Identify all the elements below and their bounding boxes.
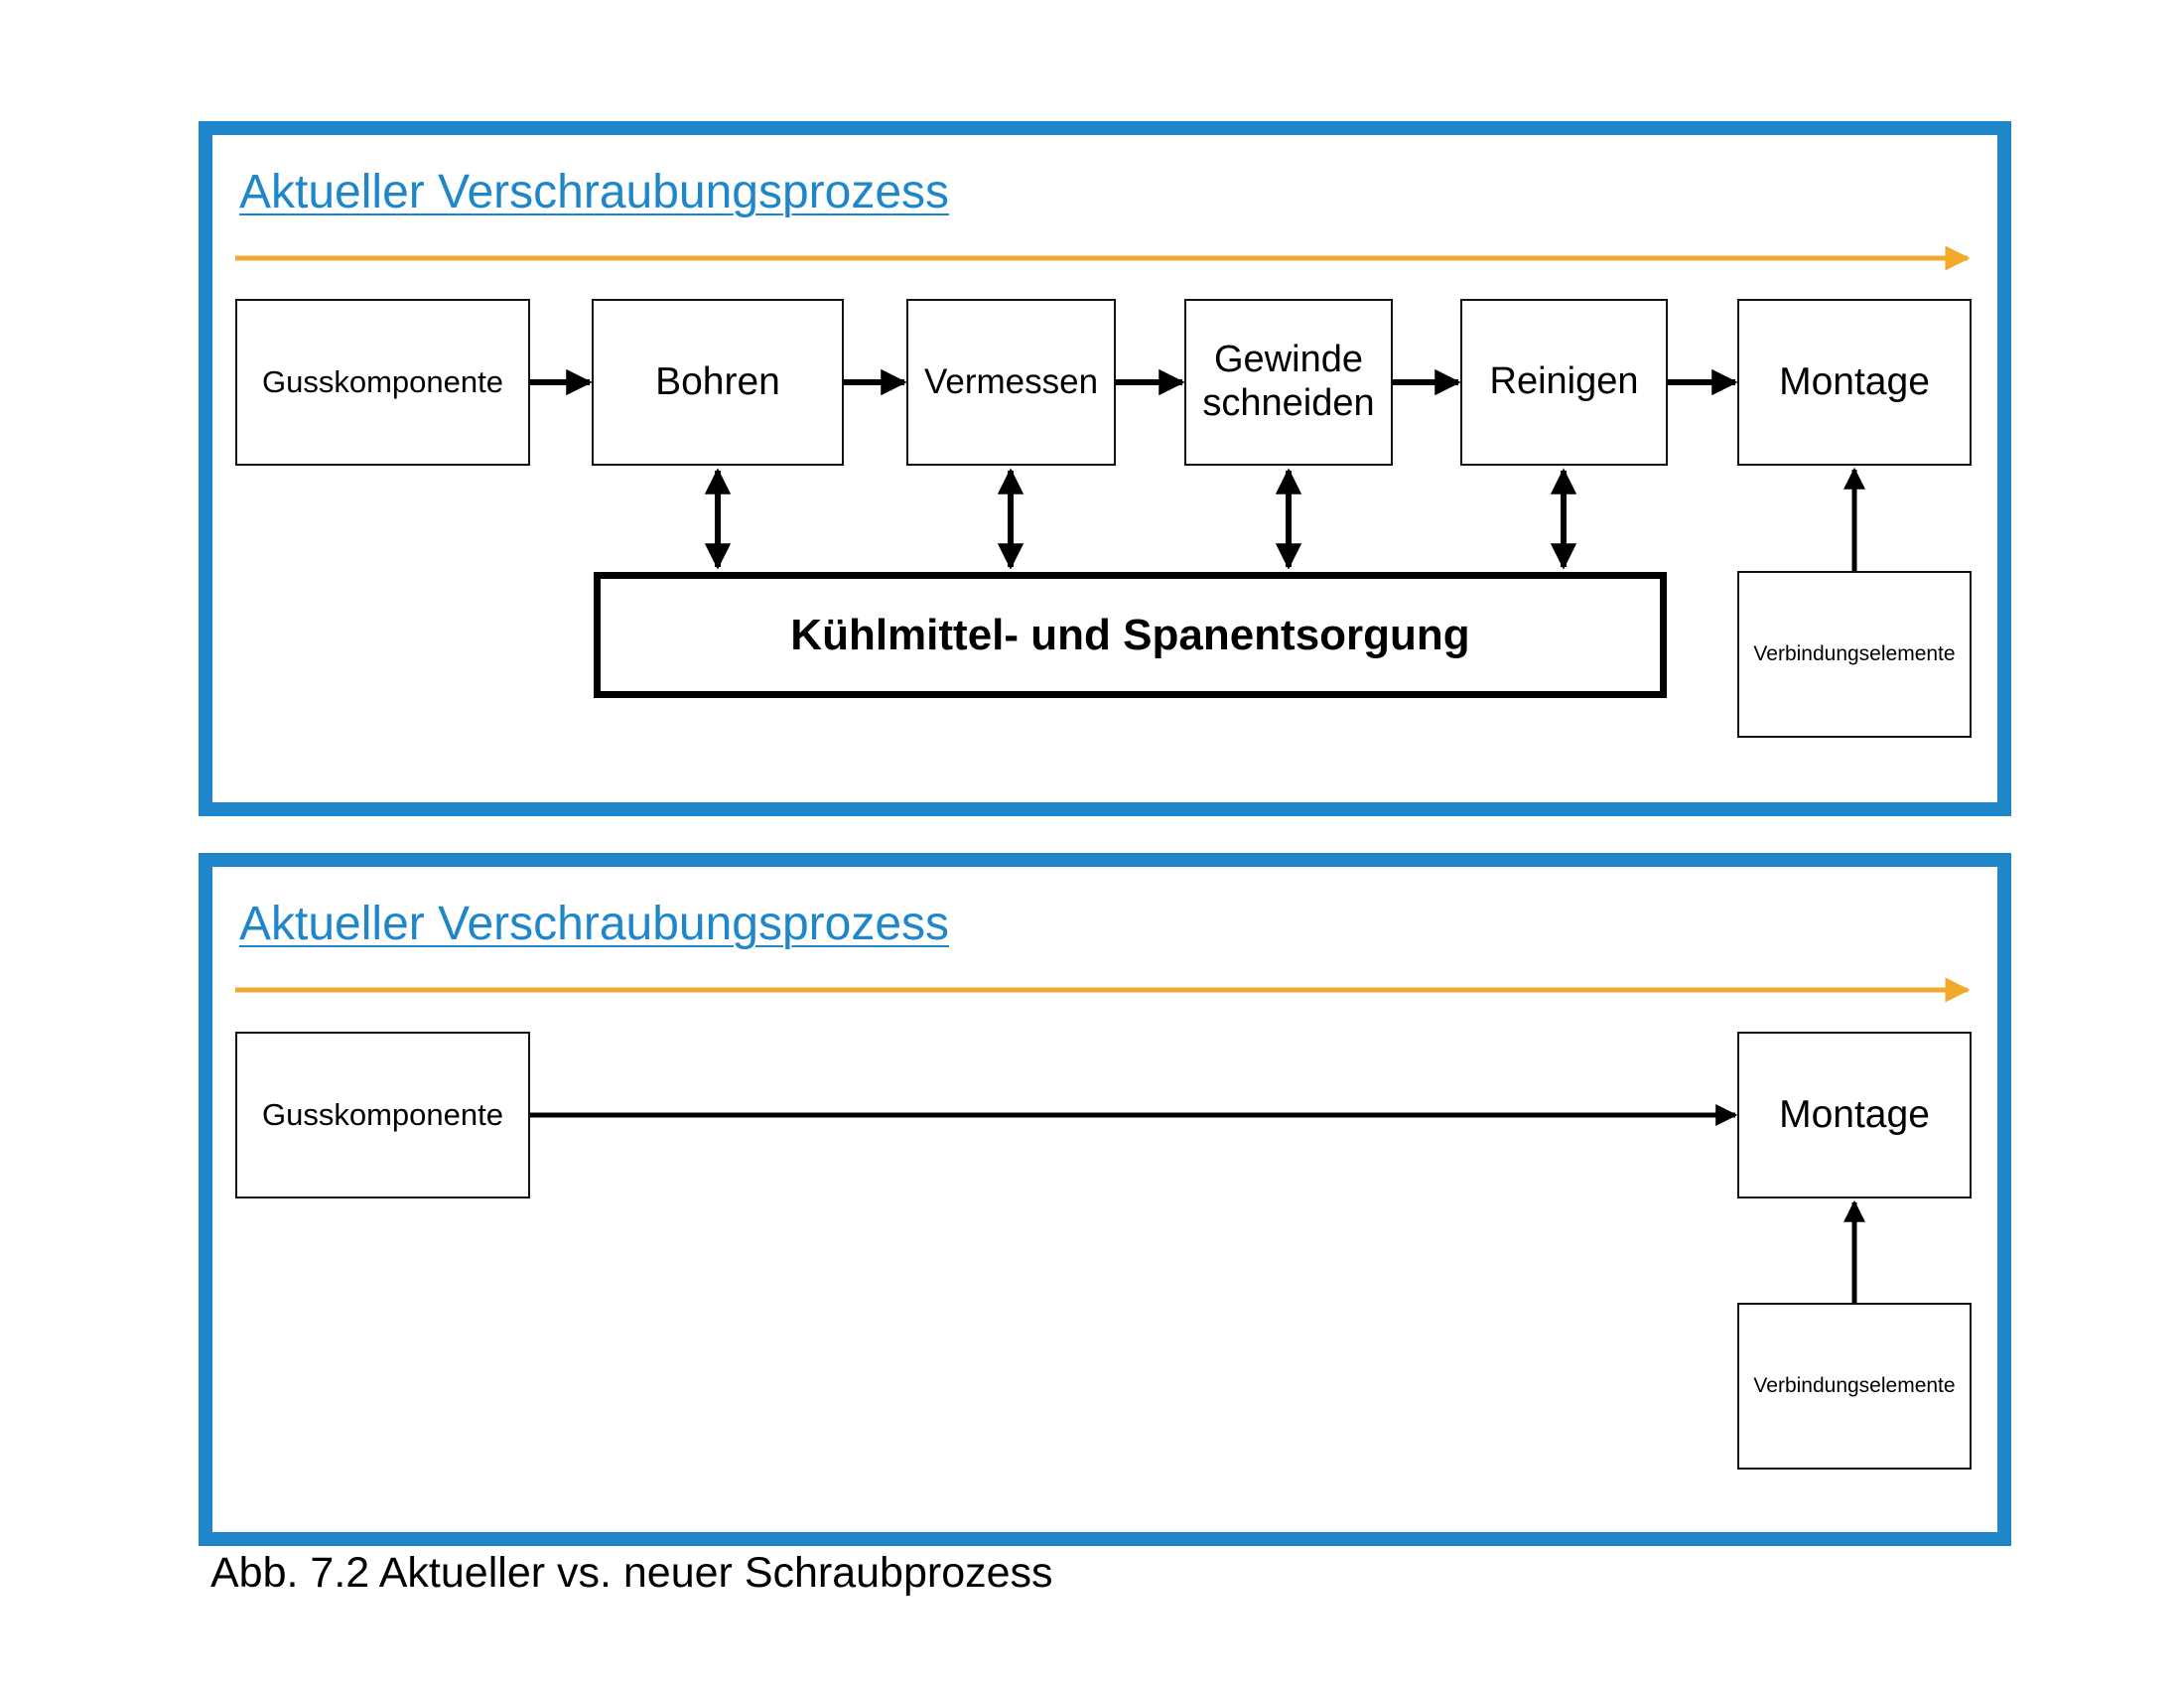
- step-reinigen: Reinigen: [1460, 299, 1668, 466]
- new-process-panel: [199, 853, 2011, 1546]
- coolant-chip-disposal: Kühlmittel- und Spanentsorgung: [594, 572, 1667, 698]
- step-montage-2: Montage: [1737, 1032, 1972, 1198]
- panel-1-title: Aktueller Verschraubungsprozess: [239, 166, 950, 218]
- fasteners-box-2: Verbindungselemente: [1737, 1303, 1972, 1470]
- step-montage: Montage: [1737, 299, 1972, 466]
- fasteners-box: Verbindungselemente: [1737, 571, 1972, 738]
- step-gusskomponente: Gusskomponente: [235, 299, 530, 466]
- step-gusskomponente-2: Gusskomponente: [235, 1032, 530, 1198]
- current-process-panel: [199, 121, 2011, 816]
- step-vermessen: Vermessen: [906, 299, 1116, 466]
- panel-2-title: Aktueller Verschraubungsprozess: [239, 898, 950, 950]
- figure-caption: Abb. 7.2 Aktueller vs. neuer Schraubproz…: [210, 1549, 1053, 1597]
- step-gewinde-schneiden: Gewinde schneiden: [1184, 299, 1393, 466]
- step-bohren: Bohren: [592, 299, 844, 466]
